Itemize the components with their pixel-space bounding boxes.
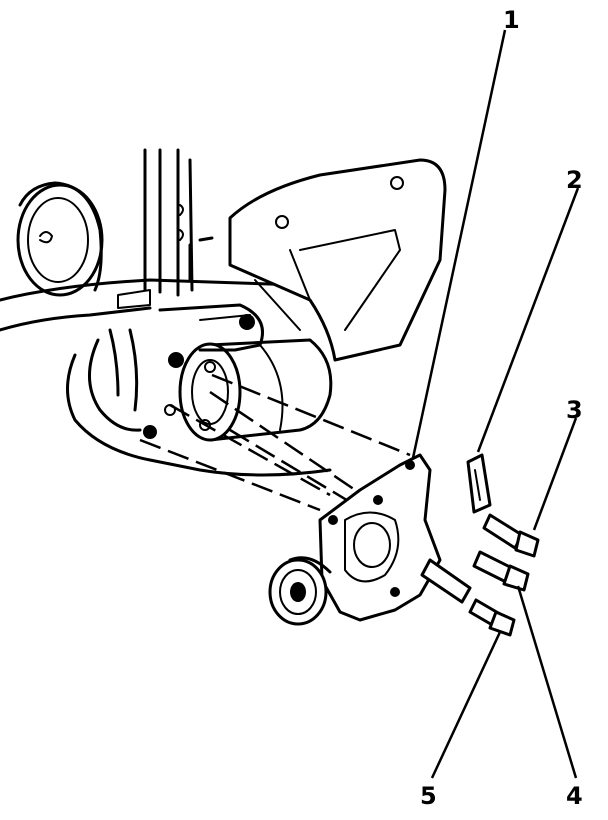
idler-bracket-assembly (318, 453, 472, 622)
heat-shield (228, 158, 447, 362)
engine-drum (178, 338, 333, 442)
leader-line-5 (430, 631, 502, 779)
callout-1: 1 (503, 6, 520, 34)
leader-line-4 (516, 585, 578, 779)
callout-3: 3 (566, 396, 583, 424)
idler-pulley (268, 556, 332, 626)
leader-lines (411, 29, 580, 779)
bolt-5 (468, 598, 516, 637)
alignment-lines (139, 373, 411, 512)
bolt-4 (472, 550, 530, 592)
bolt-3 (482, 513, 540, 558)
leader-line-1 (411, 29, 507, 459)
leader-line-3 (532, 417, 578, 531)
callout-4: 4 (566, 782, 583, 810)
callout-5: 5 (420, 782, 437, 810)
adjustment-strap (466, 453, 492, 514)
leader-line-2 (476, 187, 580, 453)
engine-block (0, 148, 332, 477)
callout-2: 2 (566, 166, 583, 194)
crankshaft-pulley (16, 181, 104, 297)
